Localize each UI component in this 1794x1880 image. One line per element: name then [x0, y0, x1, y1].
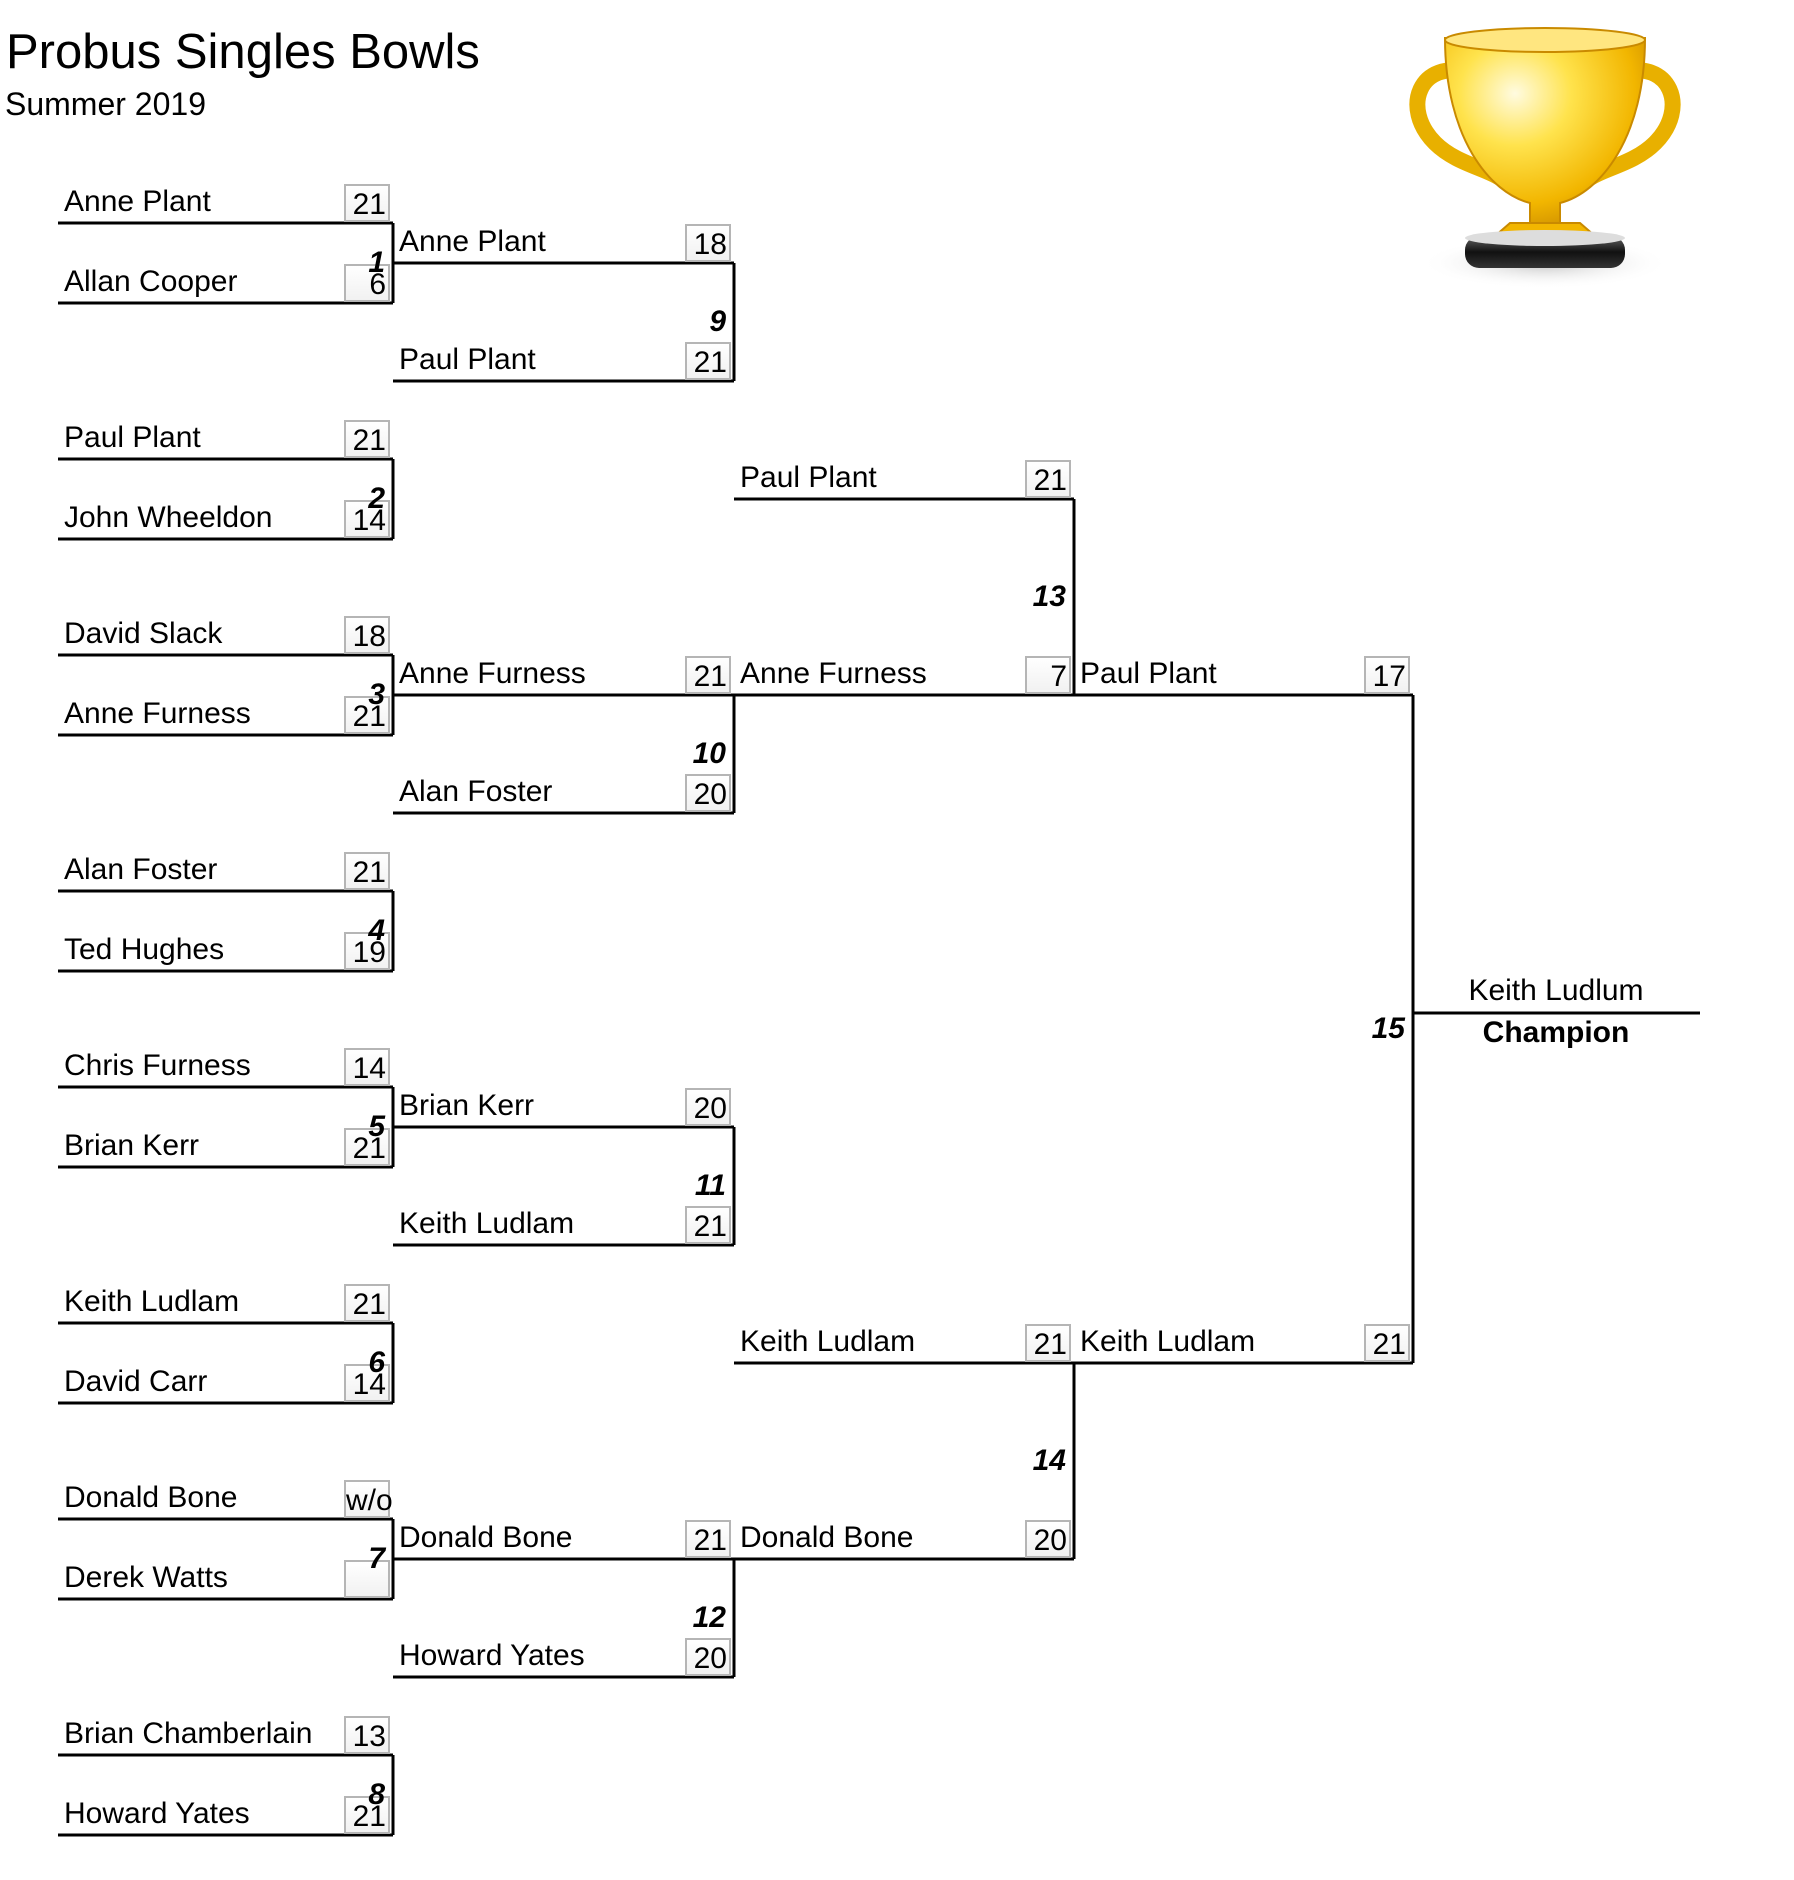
score-box: 21 [685, 656, 731, 694]
player-name: Derek Watts [64, 1561, 228, 1594]
player-name: Brian Chamberlain [64, 1717, 313, 1750]
match-number: 4 [368, 914, 385, 947]
score-box: w/o [344, 1480, 393, 1518]
player-name: Chris Furness [64, 1049, 251, 1082]
player-name: Anne Furness [399, 657, 586, 690]
player-name: Keith Ludlam [740, 1325, 916, 1358]
match-number: 7 [368, 1542, 385, 1575]
score-box: 21 [344, 1796, 390, 1834]
player-name: Brian Kerr [399, 1089, 535, 1122]
score-box: 14 [344, 1364, 390, 1402]
score-box: 21 [344, 852, 390, 890]
match-number: 13 [1032, 580, 1066, 613]
player-name: Paul Plant [1080, 657, 1217, 690]
match-number: 15 [1371, 1012, 1405, 1045]
score-box: 21 [1025, 1324, 1071, 1362]
match-number: 8 [368, 1778, 385, 1811]
player-name: Anne Plant [399, 225, 546, 258]
score-box: 20 [685, 1638, 731, 1676]
score-box: 21 [344, 696, 390, 734]
match-number: 2 [368, 482, 385, 515]
player-name: Paul Plant [399, 343, 536, 376]
player-name: Paul Plant [64, 421, 201, 454]
player-name: Keith Ludlam [399, 1207, 575, 1240]
player-name: David Slack [64, 617, 223, 650]
player-name: Anne Plant [64, 185, 211, 218]
player-name: David Carr [64, 1365, 208, 1398]
match-number: 14 [1032, 1444, 1066, 1477]
trophy-icon [1409, 27, 1681, 289]
player-name: Howard Yates [399, 1639, 585, 1672]
player-name: Alan Foster [64, 853, 218, 886]
match-number: 6 [368, 1346, 385, 1379]
score-box: 21 [1364, 1324, 1410, 1362]
match-number: 1 [368, 246, 385, 279]
player-name: Anne Furness [740, 657, 927, 690]
score-box: 18 [344, 616, 390, 654]
match-number: 5 [368, 1110, 385, 1143]
score-box: 21 [685, 1206, 731, 1244]
score-box: 21 [344, 1128, 390, 1166]
player-name: Howard Yates [64, 1797, 250, 1830]
score-box: 21 [1025, 460, 1071, 498]
score-box: 20 [1025, 1520, 1071, 1558]
match-number: 11 [694, 1169, 726, 1202]
score-box: 21 [685, 1520, 731, 1558]
score-box: 21 [344, 1284, 390, 1322]
player-name: Keith Ludlam [64, 1285, 240, 1318]
player-name: Donald Bone [399, 1521, 573, 1554]
score-box: 21 [685, 342, 731, 380]
score-box: 6 [344, 264, 390, 302]
player-name: Allan Cooper [64, 265, 238, 298]
champion-name: Keith Ludlum [1468, 974, 1644, 1007]
score-box: 17 [1364, 656, 1410, 694]
score-box: 19 [344, 932, 390, 970]
player-name: Brian Kerr [64, 1129, 200, 1162]
score-box: 20 [685, 1088, 731, 1126]
page-subtitle: Summer 2019 [5, 86, 206, 122]
match-number: 3 [368, 678, 385, 711]
score-box: 21 [344, 420, 390, 458]
player-name: Keith Ludlam [1080, 1325, 1256, 1358]
player-name: Donald Bone [740, 1521, 914, 1554]
match-number: 9 [709, 305, 726, 338]
player-name: Anne Furness [64, 697, 251, 730]
player-name: Paul Plant [740, 461, 877, 494]
match-number: 10 [692, 737, 726, 770]
page-title: Probus Singles Bowls [6, 25, 480, 79]
score-box: 7 [1025, 656, 1071, 694]
score-box: 13 [344, 1716, 390, 1754]
score-box: 18 [685, 224, 731, 262]
score-box [344, 1560, 390, 1598]
player-name: Donald Bone [64, 1481, 238, 1514]
score-box: 14 [344, 500, 390, 538]
champion-label: Champion [1482, 1016, 1630, 1049]
player-name: John Wheeldon [64, 501, 273, 534]
score-box: 20 [685, 774, 731, 812]
score-box: 14 [344, 1048, 390, 1086]
match-number: 12 [692, 1601, 726, 1634]
player-name: Alan Foster [399, 775, 553, 808]
player-name: Ted Hughes [64, 933, 225, 966]
score-box: 21 [344, 184, 390, 222]
